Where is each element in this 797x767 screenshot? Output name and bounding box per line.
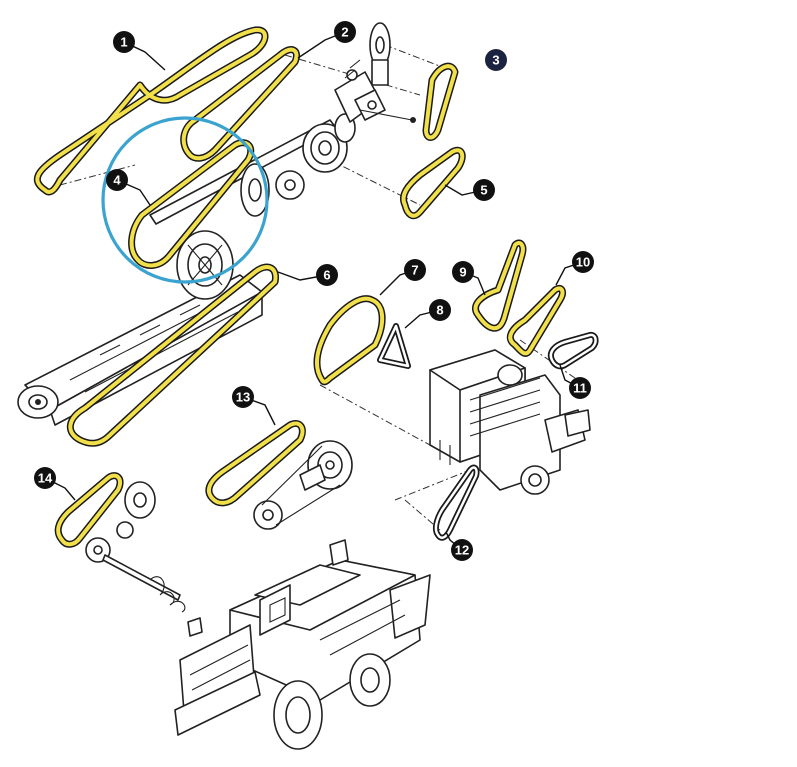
belt-9 [472, 239, 527, 332]
callout-6-label: 6 [323, 268, 330, 283]
callout-8: 8 [429, 299, 451, 321]
callout-10: 10 [572, 251, 594, 273]
belt-8 [377, 323, 411, 369]
callout-9: 9 [452, 261, 474, 283]
callout-14: 14 [34, 467, 56, 489]
highlight-ring [101, 116, 269, 284]
callout-12: 12 [451, 539, 473, 561]
callout-6: 6 [316, 264, 338, 286]
belt-12 [432, 464, 480, 541]
combine-harvester [174, 539, 431, 750]
callout-2: 2 [334, 21, 356, 43]
callout-1: 1 [113, 31, 135, 53]
callout-5-label: 5 [480, 183, 487, 198]
callout-3-label: 3 [492, 53, 499, 68]
callout-7-label: 7 [411, 263, 418, 278]
callout-11: 11 [569, 377, 591, 399]
callout-14-label: 14 [38, 471, 53, 486]
callout-1-label: 1 [120, 35, 127, 50]
belt-6 [67, 263, 280, 447]
pulley-set-13 [253, 440, 353, 530]
callout-9-label: 9 [459, 265, 466, 280]
belt-10 [506, 284, 566, 357]
callout-3: 3 [485, 49, 507, 71]
callout-4-label: 4 [113, 173, 121, 188]
belt-2 [180, 46, 300, 162]
callout-13: 13 [232, 386, 254, 408]
callout-11-label: 11 [573, 381, 587, 396]
callout-2-label: 2 [341, 25, 348, 40]
belt-3 [422, 62, 459, 141]
belts [33, 26, 599, 548]
belt-11 [547, 331, 599, 370]
callout-10-label: 10 [576, 255, 590, 270]
callout-7: 7 [404, 259, 426, 281]
engine-assembly [429, 349, 591, 495]
belt-13 [205, 420, 306, 507]
belt-14 [54, 472, 124, 548]
callouts: 1 2 3 4 5 6 7 8 [34, 21, 594, 561]
callout-8-label: 8 [436, 303, 443, 318]
pulley-set-14 [85, 481, 186, 613]
belt-4 [128, 139, 255, 269]
belt-7 [313, 295, 386, 386]
belt-1 [33, 26, 269, 196]
callout-4: 4 [106, 169, 128, 191]
belt-5 [400, 146, 466, 220]
callout-13-label: 13 [236, 390, 250, 405]
callout-12-label: 12 [455, 543, 469, 558]
callout-5: 5 [473, 179, 495, 201]
